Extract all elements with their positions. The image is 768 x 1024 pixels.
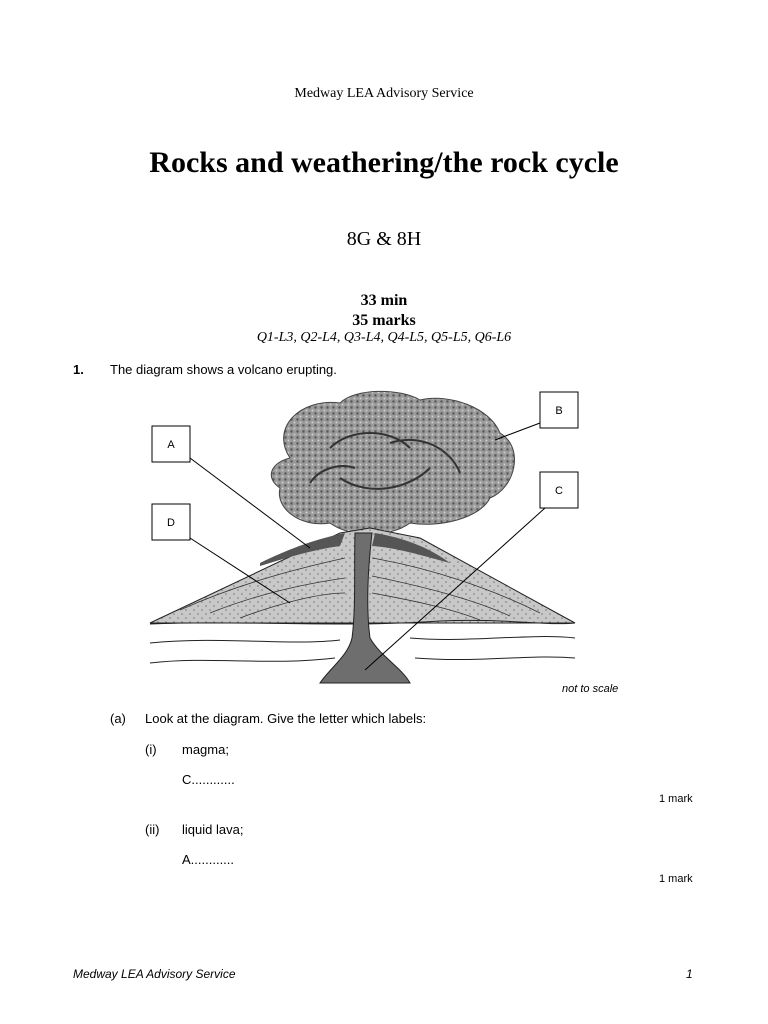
volcano-diagram: A B C D: [149, 390, 579, 684]
part-a-letter: (a): [110, 711, 126, 726]
item-number: (ii): [145, 822, 160, 837]
label-d: D: [167, 517, 175, 529]
item-text: liquid lava;: [182, 822, 244, 837]
ground-layers: [149, 619, 576, 664]
part-a-prompt: Look at the diagram. Give the letter whi…: [145, 711, 427, 726]
label-c: C: [555, 485, 563, 497]
answer-line[interactable]: C............: [182, 772, 235, 787]
question-number: 1.: [73, 362, 84, 377]
magma-conduit: [319, 532, 411, 684]
leader-line-b: [494, 422, 541, 441]
time-allowed: 33 min: [360, 292, 408, 309]
label-b: B: [555, 405, 562, 417]
total-marks: 35 marks: [352, 312, 416, 329]
leader-line-c: [364, 507, 546, 671]
page-title: Rocks and weathering/the rock cycle: [149, 146, 619, 179]
page-header: Medway LEA Advisory Service: [294, 86, 474, 101]
question-text: The diagram shows a volcano erupting.: [110, 362, 337, 377]
label-box-a: [151, 425, 191, 463]
answer-line[interactable]: A............: [182, 852, 235, 867]
label-box-d: [151, 503, 191, 541]
scale-note: not to scale: [562, 683, 619, 695]
footer-organisation: Medway LEA Advisory Service: [73, 967, 236, 981]
label-box-b: [539, 391, 579, 429]
label-a: A: [167, 439, 175, 451]
item-number: (i): [145, 742, 157, 757]
level-breakdown: Q1-L3, Q2-L4, Q3-L4, Q4-L5, Q5-L5, Q6-L6: [256, 330, 512, 345]
label-box-c: [539, 471, 579, 509]
leader-line-a: [189, 457, 311, 549]
leader-line-d: [189, 537, 291, 604]
mark-label: 1 mark: [659, 873, 693, 885]
item-text: magma;: [182, 742, 229, 757]
page-number: 1: [686, 967, 693, 981]
mark-label: 1 mark: [659, 793, 693, 805]
ash-cloud: [270, 390, 515, 535]
page-subtitle: 8G & 8H: [346, 228, 422, 250]
